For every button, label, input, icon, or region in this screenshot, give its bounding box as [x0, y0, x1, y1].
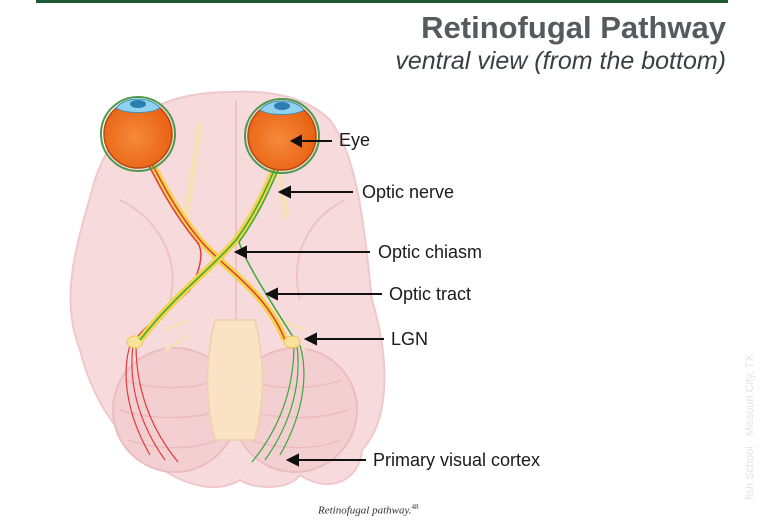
header-rule [36, 0, 728, 3]
caption-reference: 48 [411, 503, 419, 511]
page-title: Retinofugal Pathway [421, 10, 726, 45]
watermark: fish School · Missouri City, TX [744, 354, 756, 500]
figure-caption: Retinofugal pathway.48 [318, 503, 419, 517]
brain-silhouette [69, 90, 386, 488]
right-eye [244, 98, 320, 174]
page-subtitle: ventral view (from the bottom) [395, 47, 726, 75]
right-visual-pathway [137, 143, 305, 463]
left-visual-pathway [125, 138, 289, 463]
caption-text: Retinofugal pathway. [318, 504, 412, 517]
label-optic-chiasm: Optic chiasm [378, 242, 483, 262]
label-eye: Eye [339, 130, 371, 150]
label-optic-nerve: Optic nerve [362, 182, 455, 202]
label-optic-tract: Optic tract [389, 284, 472, 304]
left-eye [100, 96, 176, 172]
label-primary-visual-cortex: Primary visual cortex [373, 450, 541, 470]
label-arrows [233, 134, 384, 467]
label-lgn: LGN [391, 329, 429, 349]
